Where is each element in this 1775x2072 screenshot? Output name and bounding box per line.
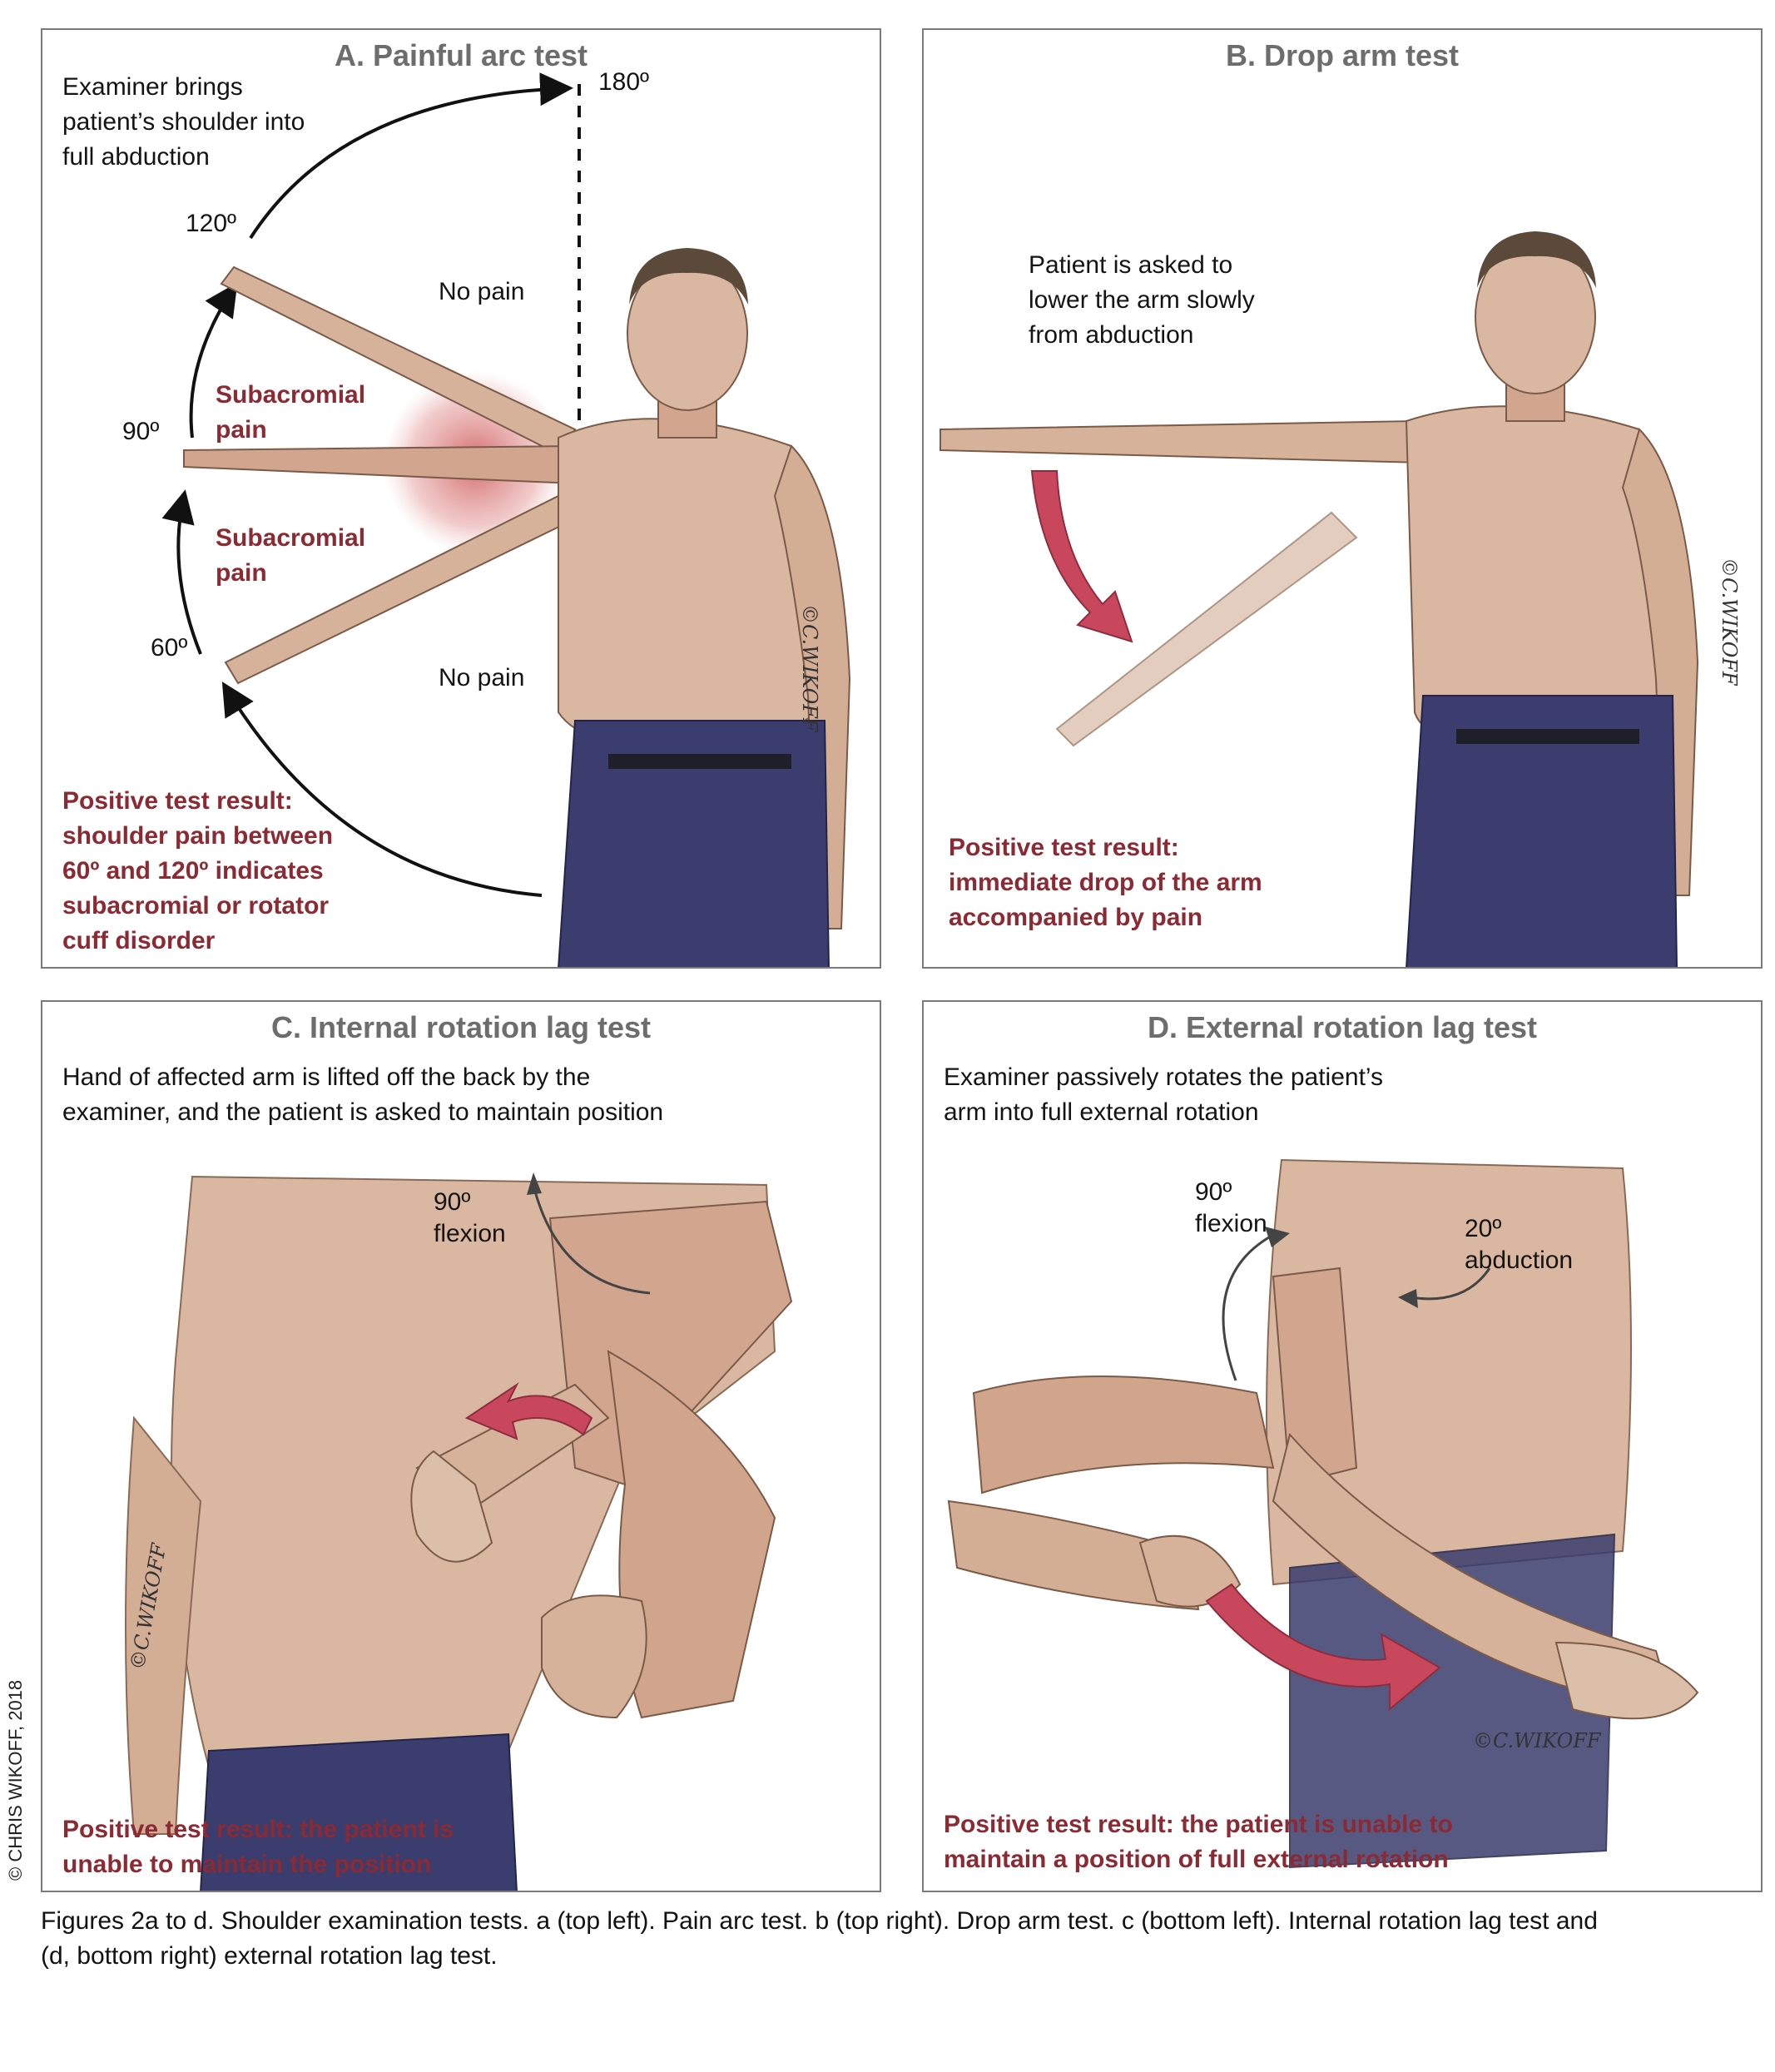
abduction-arrowhead bbox=[1398, 1289, 1418, 1308]
internal-rotation-illustration bbox=[125, 1172, 793, 1891]
torso bbox=[1405, 405, 1666, 746]
abducted-arm bbox=[940, 419, 1425, 464]
belt bbox=[608, 754, 791, 769]
panel-d-title: D. External rotation lag test bbox=[1147, 1010, 1538, 1044]
artist-signature: ©C.WIKOFF bbox=[1473, 1729, 1601, 1752]
artist-signature: ©C.WIKOFF bbox=[798, 604, 821, 732]
flexion-arc bbox=[1222, 1233, 1274, 1381]
dropped-arm bbox=[1055, 511, 1358, 747]
panel-a-result: Positive test result: shoulder pain betw… bbox=[62, 787, 334, 954]
patient-hand bbox=[1554, 1641, 1699, 1720]
figure-caption: Figures 2a to d. Shoulder examination te… bbox=[41, 1907, 1598, 1970]
panel-b-result: Positive test result: immediate drop of … bbox=[949, 834, 1262, 931]
panel-d-result: Positive test result: the patient is una… bbox=[944, 1811, 1453, 1873]
hair bbox=[629, 248, 748, 305]
examiner-lower-arm bbox=[947, 1499, 1200, 1611]
jeans bbox=[558, 720, 830, 967]
examiner-hand bbox=[1138, 1534, 1242, 1608]
flexion-arrowhead bbox=[527, 1172, 542, 1195]
panel-external-rotation-lag-test: D. External rotation lag test Examiner p… bbox=[922, 1000, 1763, 1892]
painful-arc-illustration bbox=[161, 72, 851, 967]
examiner-forearm bbox=[607, 1350, 776, 1719]
zone-subacromial-lower: Subacromial pain bbox=[216, 524, 366, 587]
panel-a-title: A. Painful arc test bbox=[334, 38, 588, 72]
flexion-arrowhead bbox=[1265, 1227, 1290, 1247]
zone-no-pain-top: No pain bbox=[439, 278, 525, 305]
jeans bbox=[200, 1732, 518, 1891]
arc-0-to-60 bbox=[221, 682, 543, 897]
panel-b-title: B. Drop arm test bbox=[1225, 38, 1460, 72]
patient-upper-arm bbox=[1272, 1266, 1358, 1486]
arc-90-to-120 bbox=[189, 282, 238, 439]
patient-left-arm bbox=[125, 1415, 202, 1835]
angle-label-120: 120º bbox=[186, 210, 237, 237]
jeans bbox=[1406, 695, 1678, 967]
panel-painful-arc-test: A. Painful arc test Examiner brings pati… bbox=[41, 28, 881, 969]
flexion-arc bbox=[532, 1184, 651, 1295]
patient-hand bbox=[410, 1450, 493, 1563]
rotation-arrow bbox=[464, 1382, 593, 1440]
drop-arrow bbox=[1030, 470, 1133, 643]
arc-60-to-90 bbox=[161, 489, 202, 655]
arm-90 bbox=[183, 444, 576, 485]
examiner-upper-arm bbox=[972, 1376, 1275, 1495]
belt bbox=[1456, 729, 1639, 744]
flexion-label: 90º flexion bbox=[1195, 1178, 1267, 1237]
zone-subacromial-upper: Subacromial pain bbox=[216, 381, 366, 444]
arc-120-to-180 bbox=[249, 72, 573, 240]
hanging-arm bbox=[773, 444, 851, 929]
panel-internal-rotation-lag-test: C. Internal rotation lag test Hand of af… bbox=[41, 1000, 881, 1892]
rotation-arrow bbox=[1205, 1583, 1441, 1712]
panel-c-result: Positive test result: the patient is una… bbox=[62, 1816, 454, 1878]
hair bbox=[1477, 231, 1596, 288]
angle-label-60: 60º bbox=[151, 634, 188, 662]
panel-d-instruction: Examiner passively rotates the patient’s… bbox=[944, 1063, 1384, 1126]
zone-no-pain-bottom: No pain bbox=[439, 664, 525, 691]
flexion-label: 90º flexion bbox=[434, 1188, 506, 1247]
panel-b-instruction: Patient is asked to lower the arm slowly… bbox=[1029, 251, 1255, 349]
panel-c-title: C. Internal rotation lag test bbox=[270, 1010, 652, 1044]
examiner-hand bbox=[541, 1594, 647, 1719]
copyright-credit: © CHRIS WIKOFF, 2018 bbox=[5, 1679, 26, 1881]
panel-a-instruction: Examiner brings patient’s shoulder into … bbox=[62, 73, 305, 171]
artist-signature: ©C.WIKOFF bbox=[1718, 558, 1741, 686]
drop-arm-illustration bbox=[940, 231, 1699, 967]
angle-label-90: 90º bbox=[122, 418, 160, 445]
panel-c-instruction: Hand of affected arm is lifted off the b… bbox=[62, 1063, 664, 1126]
abduction-arc bbox=[1410, 1267, 1491, 1301]
angle-label-180: 180º bbox=[598, 68, 650, 96]
hanging-arm bbox=[1621, 428, 1699, 896]
torso bbox=[558, 418, 818, 746]
external-rotation-illustration bbox=[947, 1158, 1699, 1869]
panel-drop-arm-test: B. Drop arm test Patient is asked to low… bbox=[922, 28, 1763, 969]
abduction-label: 20º abduction bbox=[1465, 1215, 1574, 1274]
